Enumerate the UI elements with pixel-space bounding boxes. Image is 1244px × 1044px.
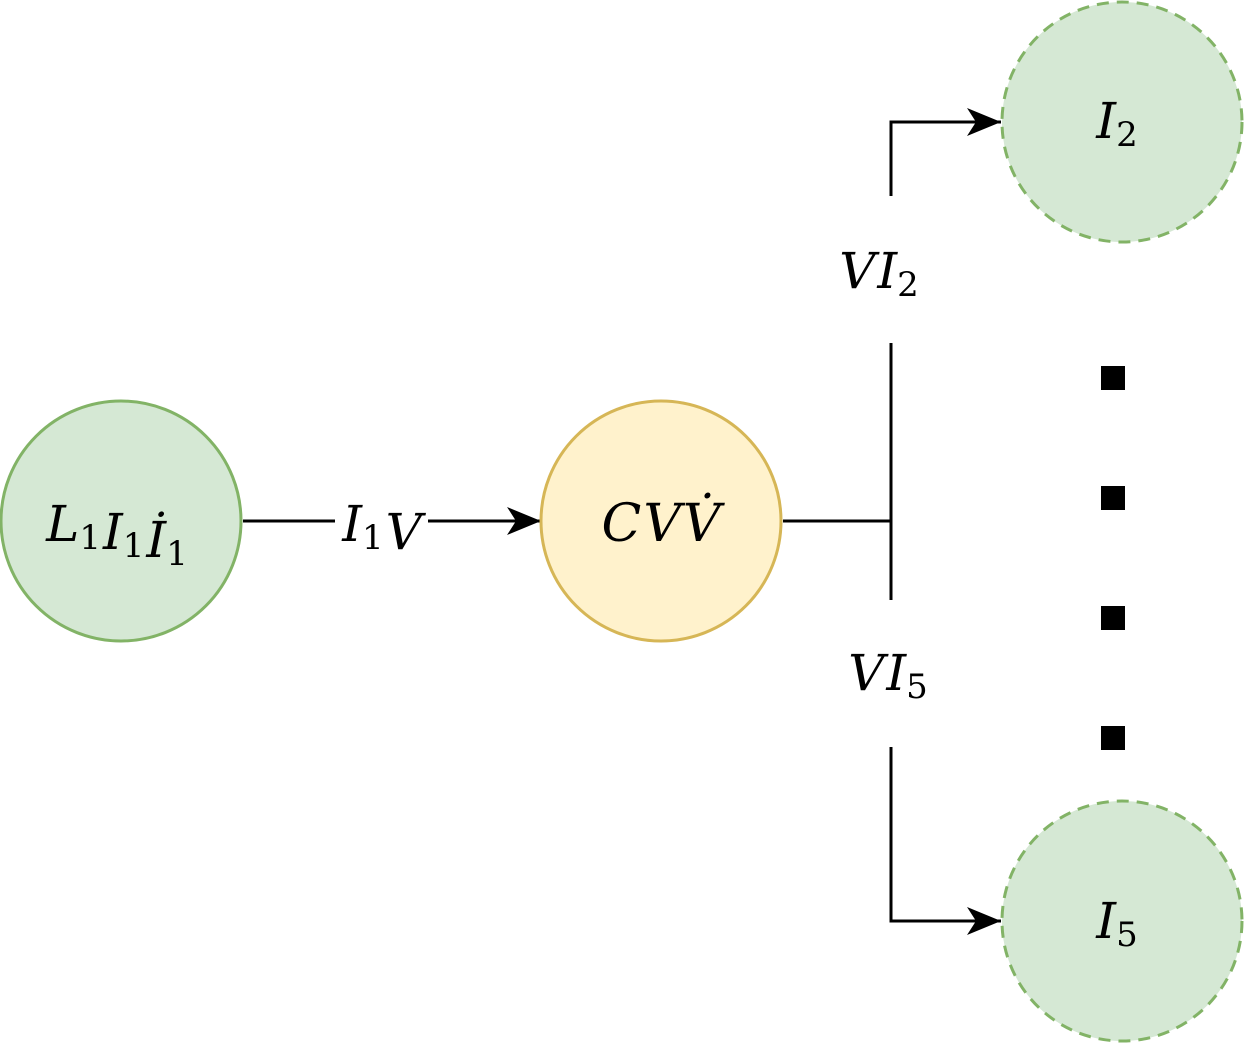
math-subscript: 1 xyxy=(123,526,145,566)
math-subscript: 1 xyxy=(362,518,384,558)
vertical-ellipsis xyxy=(1101,366,1125,750)
ellipsis-dot xyxy=(1101,366,1125,390)
math-symbol: İ xyxy=(145,510,167,569)
math-subscript: 1 xyxy=(79,518,101,558)
edges xyxy=(243,108,1001,935)
node-source-label: L1I1İ1 xyxy=(45,495,188,574)
labels: L1I1İ1 CVV̇ I2 I5 I1V VI2 VI5 xyxy=(45,92,1138,955)
math-symbol: V xyxy=(386,503,427,561)
edge-center-to-bottom-label: VI5 xyxy=(848,644,928,707)
math-subscript: 1 xyxy=(166,534,188,574)
math-symbol: I xyxy=(876,242,898,300)
math-symbol: I xyxy=(102,503,124,561)
node-center-circle xyxy=(539,399,783,643)
ellipsis-dot xyxy=(1101,486,1125,510)
node-bottom-label: I5 xyxy=(1095,892,1137,955)
math-subscript: 5 xyxy=(906,667,928,707)
math-subscript: 2 xyxy=(1116,115,1138,155)
ellipsis-dot xyxy=(1101,726,1125,750)
node-top-label: I2 xyxy=(1095,92,1137,155)
node-center-label: CVV̇ xyxy=(602,493,725,554)
math-symbol: V xyxy=(839,242,880,300)
edge-center-to-top-label: VI2 xyxy=(839,242,919,305)
math-subscript: 5 xyxy=(1116,915,1138,955)
node-top-circle xyxy=(1000,0,1244,244)
edge-branch-to-bottom-node xyxy=(889,747,1001,935)
math-symbol: L xyxy=(45,495,79,553)
math-subscript: 2 xyxy=(897,265,919,305)
math-symbol: I xyxy=(341,495,363,553)
math-symbol: I xyxy=(885,644,907,702)
node-source-circle xyxy=(0,399,243,643)
node-bottom-circle xyxy=(1000,799,1244,1043)
math-symbol: V xyxy=(643,494,685,554)
edge-source-to-center-label: I1V xyxy=(341,495,426,561)
math-symbol: I xyxy=(1095,92,1117,150)
math-symbol: C xyxy=(602,494,642,554)
ellipsis-dot xyxy=(1101,606,1125,630)
math-symbol: V xyxy=(848,644,889,702)
math-symbol: V̇ xyxy=(683,493,725,554)
math-symbol: I xyxy=(1095,892,1117,950)
edge-branch-to-top-node xyxy=(889,108,1001,196)
